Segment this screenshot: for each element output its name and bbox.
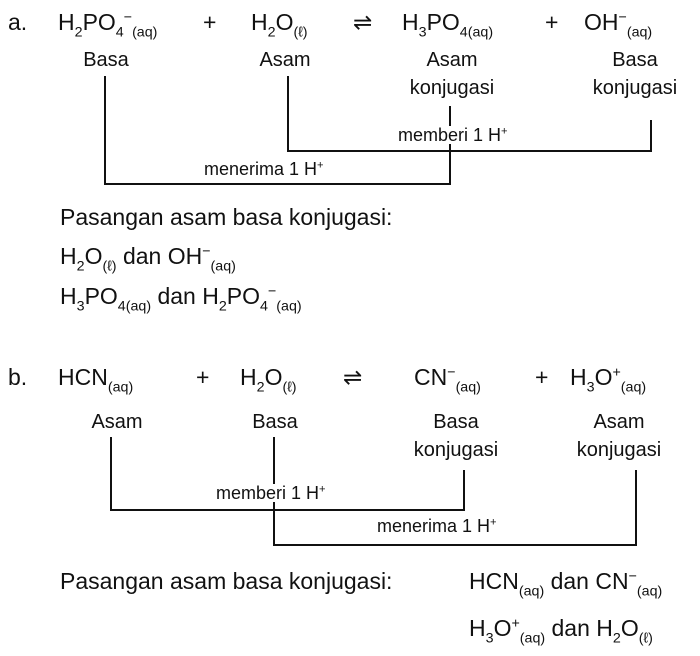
part-b-upper-bracket-right xyxy=(463,470,465,510)
part-a-lower-bracket-label: menerima 1 H+ xyxy=(202,159,326,179)
part-b-label-2: Basa xyxy=(252,411,298,433)
part-b-upper-bracket-label: memberi 1 H+ xyxy=(214,483,328,503)
part-a-upper-bracket-label: memberi 1 H+ xyxy=(396,125,510,145)
part-b-reactant-2: H2O(ℓ) xyxy=(240,364,297,396)
part-a-lower-bracket-bottom xyxy=(104,183,451,185)
part-b-reactant-1: HCN(aq) xyxy=(58,364,134,396)
part-a-upper-bracket-left xyxy=(287,76,289,151)
part-b-upper-bracket-bottom xyxy=(110,509,465,511)
part-a-equilibrium-arrow: ⇌ xyxy=(353,9,373,35)
part-a-label-2: Asam xyxy=(259,49,311,71)
part-a-letter: a. xyxy=(8,9,28,35)
part-a-lower-bracket-left xyxy=(104,76,106,184)
part-b-product-2: H3O+(aq) xyxy=(570,364,647,396)
part-a-plus-2: + xyxy=(545,9,559,35)
part-a-label-1: Basa xyxy=(83,49,129,71)
part-b-product-1: CN−(aq) xyxy=(414,364,481,396)
part-b-upper-bracket-left xyxy=(110,437,112,510)
part-a-reactant-1: H2PO4−(aq) xyxy=(58,9,158,41)
part-b-lower-bracket-label: menerima 1 H+ xyxy=(375,516,499,536)
part-a-lower-bracket-right xyxy=(449,106,451,184)
part-b-plus-2: + xyxy=(535,364,549,390)
part-b-lower-bracket-bottom xyxy=(273,544,637,546)
part-a-reactant-2: H2O(ℓ) xyxy=(251,9,308,41)
part-b-pairs-heading: Pasangan asam basa konjugasi: xyxy=(60,568,393,594)
part-a-upper-bracket-right xyxy=(650,120,652,151)
part-b-pair-1: HCN(aq) dan CN−(aq) xyxy=(469,568,663,600)
part-b-pair-2: H3O+(aq) dan H2O(ℓ) xyxy=(469,615,653,647)
part-a-pairs-heading: Pasangan asam basa konjugasi: xyxy=(60,204,393,230)
part-b-plus-1: + xyxy=(196,364,210,390)
part-a-upper-bracket-bottom xyxy=(287,150,652,152)
part-a-pair-2: H3PO4(aq) dan H2PO4−(aq) xyxy=(60,283,302,315)
part-b-lower-bracket-right xyxy=(635,470,637,545)
part-a-pair-1: H2O(ℓ) dan OH−(aq) xyxy=(60,243,236,275)
part-b-letter: b. xyxy=(8,364,28,390)
part-a-product-1: H3PO4(aq) xyxy=(402,9,494,41)
part-a-plus-1: + xyxy=(203,9,217,35)
part-b-label-1: Asam xyxy=(91,411,143,433)
part-a-product-2: OH−(aq) xyxy=(584,9,653,41)
part-b-equilibrium-arrow: ⇌ xyxy=(343,364,363,390)
